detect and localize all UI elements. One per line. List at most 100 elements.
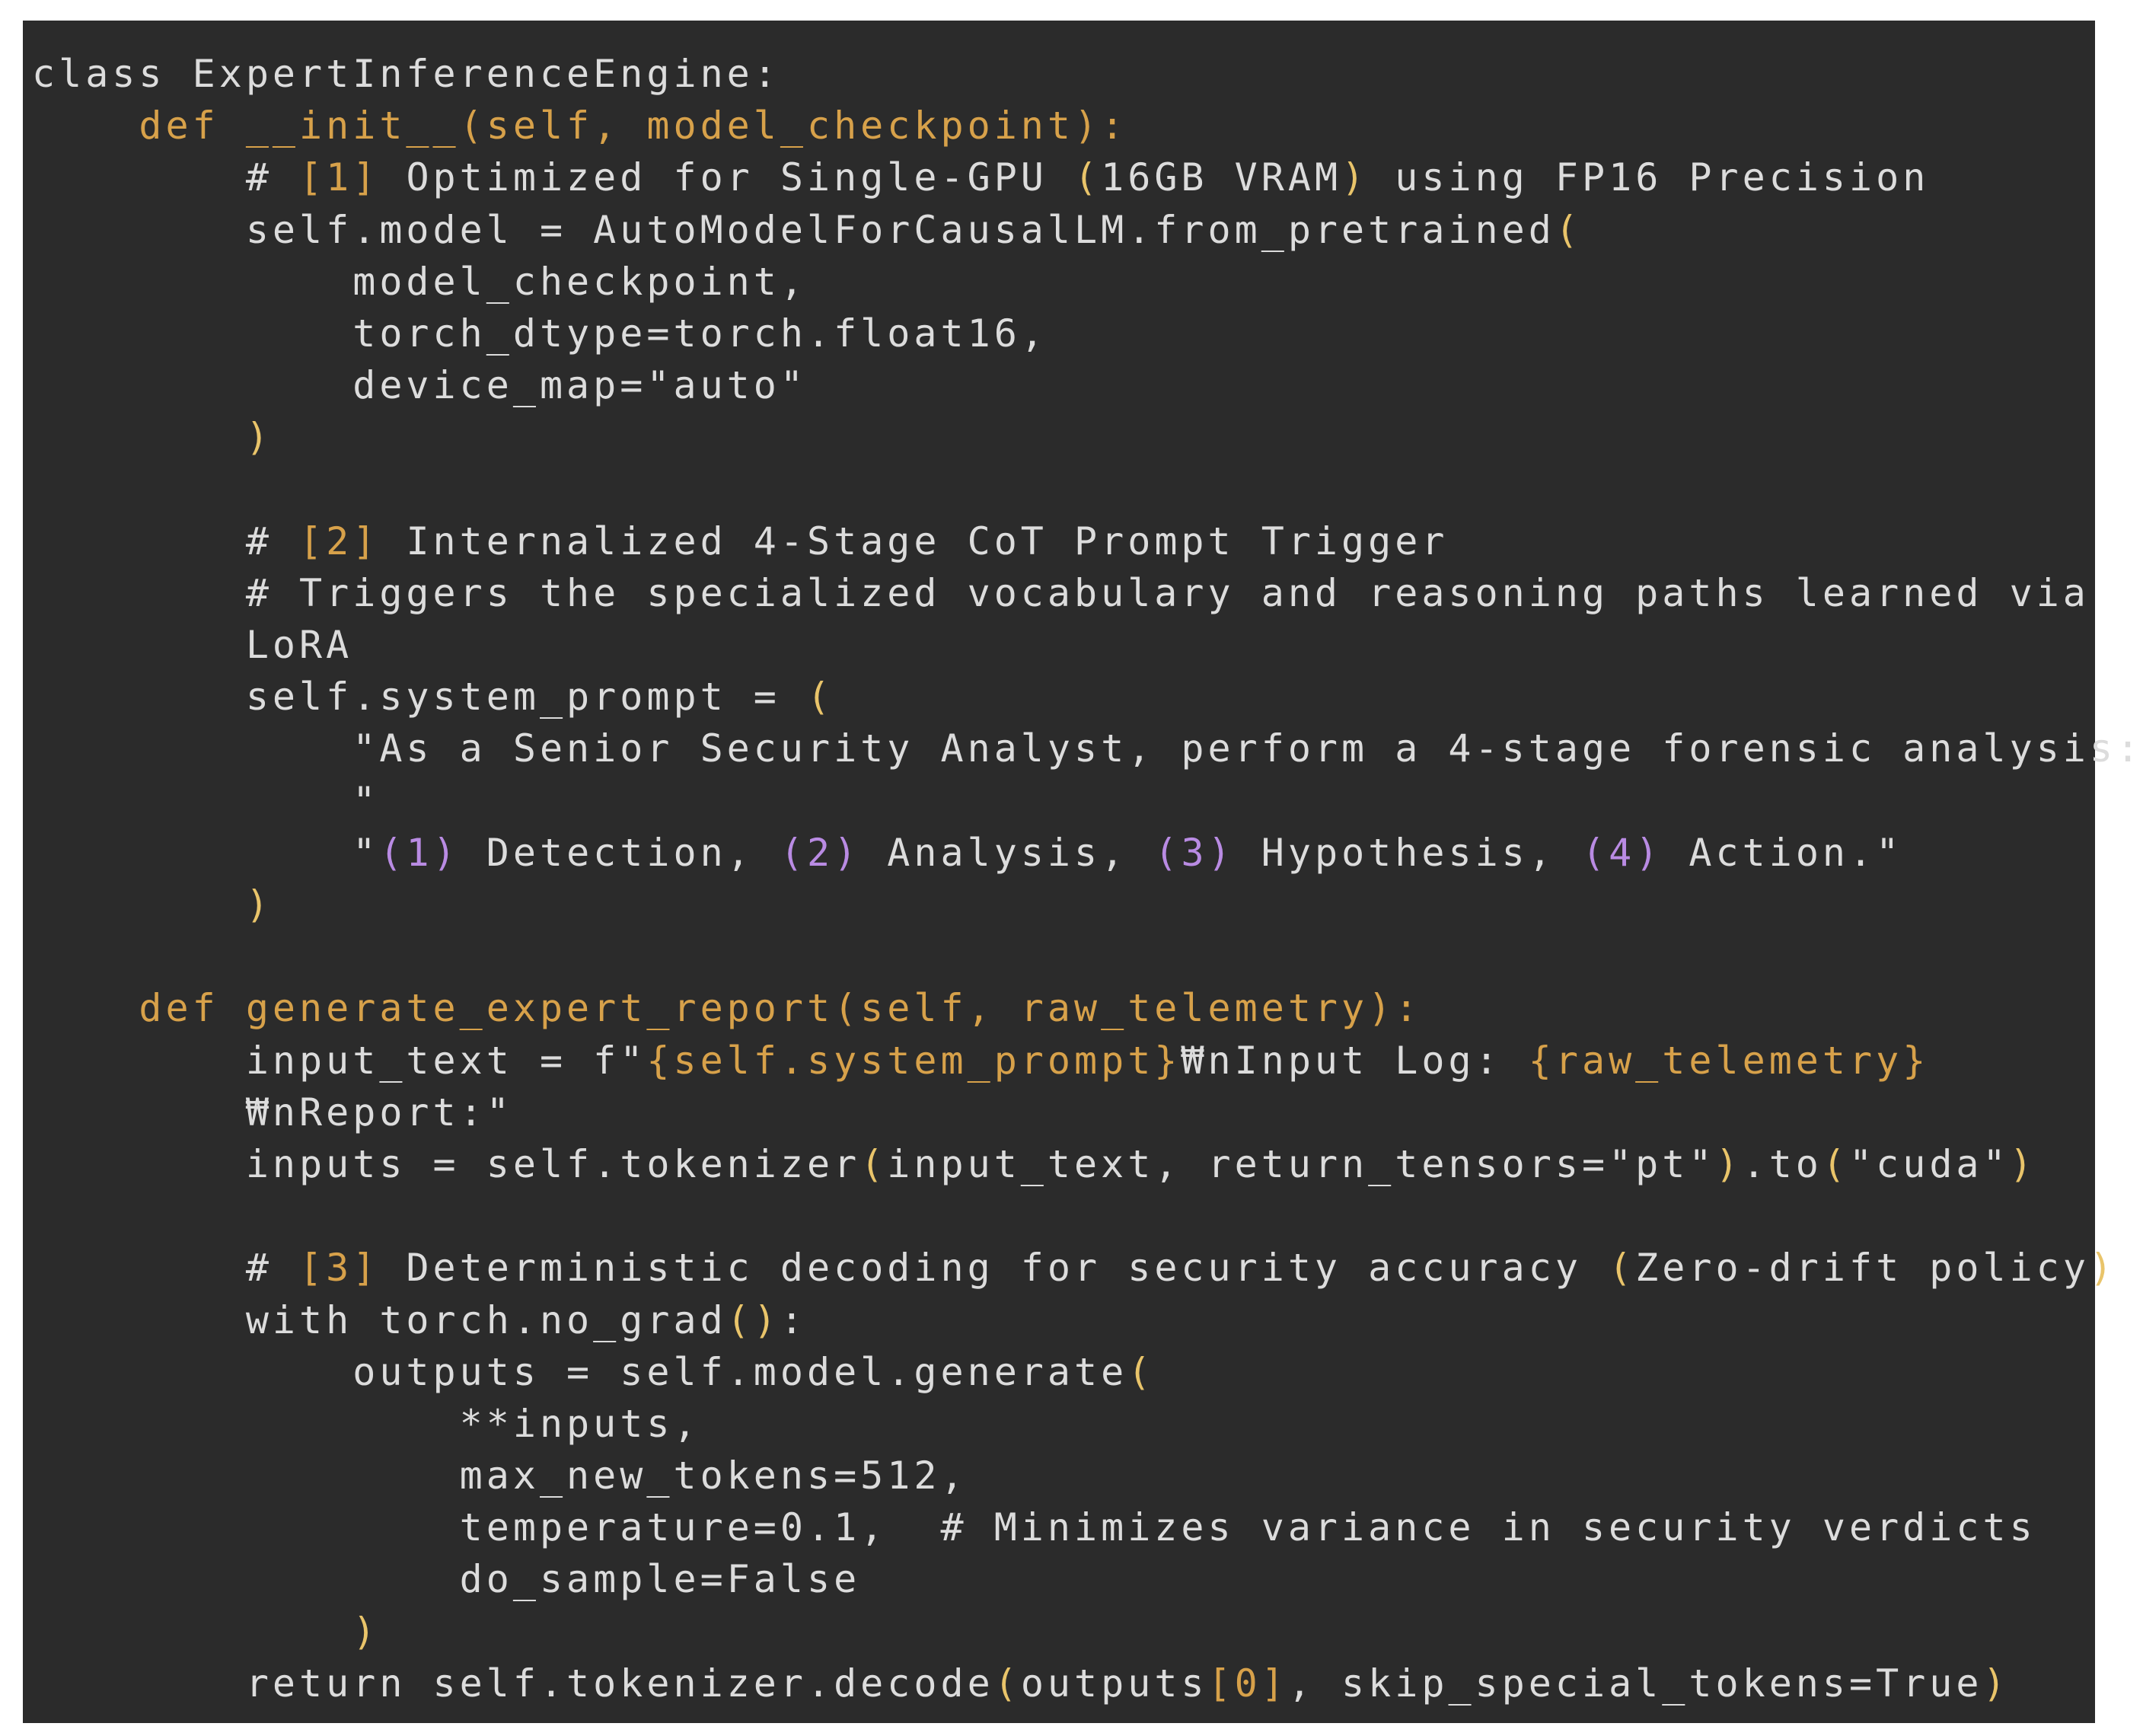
code-line: inputs = self.tokenizer(input_text, retu…: [32, 1138, 2095, 1190]
code-line: do_sample=False: [32, 1553, 2095, 1605]
code-token: **inputs,: [32, 1401, 700, 1446]
code-line: outputs = self.model.generate(: [32, 1346, 2095, 1398]
code-token: {raw_telemetry}: [1528, 1038, 1930, 1083]
code-line: [32, 930, 2095, 982]
code-token: (4): [1582, 830, 1663, 875]
code-block: class ExpertInferenceEngine: def __init_…: [32, 48, 2139, 1709]
code-token: input_text, return_tensors="pt": [887, 1141, 1716, 1186]
code-token: outputs = self.model.generate: [32, 1349, 1128, 1394]
code-line: max_new_tokens=512,: [32, 1450, 2095, 1501]
code-line: LoRA: [32, 619, 2095, 671]
code-line: [32, 1190, 2095, 1242]
code-line: # [1] Optimized for Single-GPU (16GB VRA…: [32, 152, 2095, 203]
code-token: [2]: [299, 519, 380, 563]
code-token: [1]: [299, 155, 380, 200]
code-token: input_text = f": [32, 1038, 647, 1083]
code-token: Optimized for Single-GPU: [379, 155, 1075, 200]
code-token: "cuda": [1849, 1141, 2010, 1186]
code-token: self.model = AutoModelForCausalLM.from_p…: [32, 207, 1555, 252]
code-token: return self.tokenizer.decode: [32, 1661, 994, 1706]
code-token: ₩nReport:": [32, 1090, 513, 1134]
code-line: ): [32, 411, 2095, 463]
code-line: temperature=0.1, # Minimizes variance in…: [32, 1501, 2095, 1553]
code-line: torch_dtype=torch.float16,: [32, 308, 2095, 359]
code-token: [32, 882, 246, 927]
code-token: device_map="auto": [32, 363, 807, 408]
code-token: ): [1341, 155, 1369, 200]
code-token: Hypothesis,: [1234, 830, 1582, 875]
code-token: def generate_expert_report(self, raw_tel…: [32, 986, 1422, 1031]
code-token: (: [1555, 207, 1582, 252]
code-token: (: [806, 675, 834, 720]
code-token: Analysis,: [860, 830, 1155, 875]
code-token: [0]: [1207, 1661, 1288, 1706]
code-line: with torch.no_grad():: [32, 1294, 2095, 1346]
code-token: ₩nInput Log:: [1181, 1038, 1529, 1083]
code-token: temperature=0.1, # Minimizes variance in…: [32, 1505, 2036, 1550]
code-line: "(1) Detection, (2) Analysis, (3) Hypoth…: [32, 827, 2095, 879]
code-token: ": [32, 830, 380, 875]
code-token: with torch.no_grad: [32, 1297, 727, 1342]
code-token: #: [32, 155, 300, 200]
code-token: (1): [379, 830, 460, 875]
code-token: model_checkpoint,: [32, 259, 807, 304]
code-token: .to: [1742, 1141, 1823, 1186]
code-token: ): [1982, 1661, 2010, 1706]
code-token: ): [352, 1609, 380, 1654]
code-line: ): [32, 1606, 2095, 1658]
code-token: [32, 415, 246, 459]
code-token: ): [245, 882, 273, 927]
code-editor[interactable]: class ExpertInferenceEngine: def __init_…: [23, 21, 2139, 1723]
code-token: torch_dtype=torch.float16,: [32, 311, 1048, 356]
code-line: def __init__(self, model_checkpoint):: [32, 100, 2095, 152]
code-token: [3]: [299, 1246, 380, 1291]
code-token: using FP16 Precision: [1368, 155, 1930, 200]
code-token: ): [2009, 1141, 2036, 1186]
code-token: outputs: [1020, 1661, 1208, 1706]
code-line: return self.tokenizer.decode(outputs[0],…: [32, 1658, 2095, 1709]
code-line: ): [32, 879, 2095, 930]
code-line: class ExpertInferenceEngine:: [32, 48, 2095, 100]
code-token: do_sample=False: [32, 1557, 861, 1602]
code-line: ₩nReport:": [32, 1087, 2095, 1138]
code-token: ): [1715, 1141, 1743, 1186]
code-token: (: [1609, 1246, 1636, 1291]
code-token: , skip_special_tokens=True: [1287, 1661, 1983, 1706]
code-line: **inputs,: [32, 1398, 2095, 1450]
code-token: {self.system_prompt}: [646, 1038, 1182, 1083]
code-token: (): [726, 1297, 780, 1342]
code-token: Action.": [1662, 830, 1903, 875]
code-line: self.model = AutoModelForCausalLM.from_p…: [32, 204, 2095, 256]
code-token: Deterministic decoding for security accu…: [379, 1246, 1609, 1291]
code-token: [32, 1610, 352, 1654]
code-token: (: [860, 1141, 888, 1186]
code-token: def __init__(self, model_checkpoint):: [32, 104, 1128, 148]
code-token: LoRA: [32, 623, 353, 668]
code-token: Internalized 4-Stage CoT Prompt Trigger: [379, 519, 1449, 563]
code-token: (: [1074, 155, 1102, 200]
code-line: # [2] Internalized 4-Stage CoT Prompt Tr…: [32, 515, 2095, 567]
code-token: (3): [1154, 830, 1235, 875]
code-token: inputs = self.tokenizer: [32, 1141, 861, 1186]
code-line: def generate_expert_report(self, raw_tel…: [32, 982, 2095, 1034]
code-line: self.system_prompt = (: [32, 671, 2095, 723]
code-token: self.system_prompt =: [32, 675, 807, 720]
code-token: class ExpertInferenceEngine:: [32, 52, 780, 96]
code-token: (2): [780, 830, 861, 875]
code-token: "As a Senior Security Analyst, perform a…: [32, 726, 2143, 771]
code-token: #: [32, 519, 300, 563]
code-line: model_checkpoint,: [32, 256, 2095, 308]
code-token: ): [2089, 1246, 2117, 1291]
code-token: (: [1127, 1349, 1155, 1394]
code-line: ": [32, 775, 2095, 827]
code-token: ": [32, 778, 380, 823]
code-token: # Triggers the specialized vocabulary an…: [32, 570, 2090, 615]
code-token: (: [1822, 1141, 1850, 1186]
code-line: device_map="auto": [32, 359, 2095, 411]
code-token: (: [993, 1661, 1021, 1706]
code-token: Detection,: [459, 830, 780, 875]
code-token: max_new_tokens=512,: [32, 1454, 968, 1498]
code-token: 16GB VRAM: [1101, 155, 1342, 200]
code-line: # [3] Deterministic decoding for securit…: [32, 1242, 2113, 1294]
code-token: Zero-drift policy: [1635, 1246, 2090, 1291]
